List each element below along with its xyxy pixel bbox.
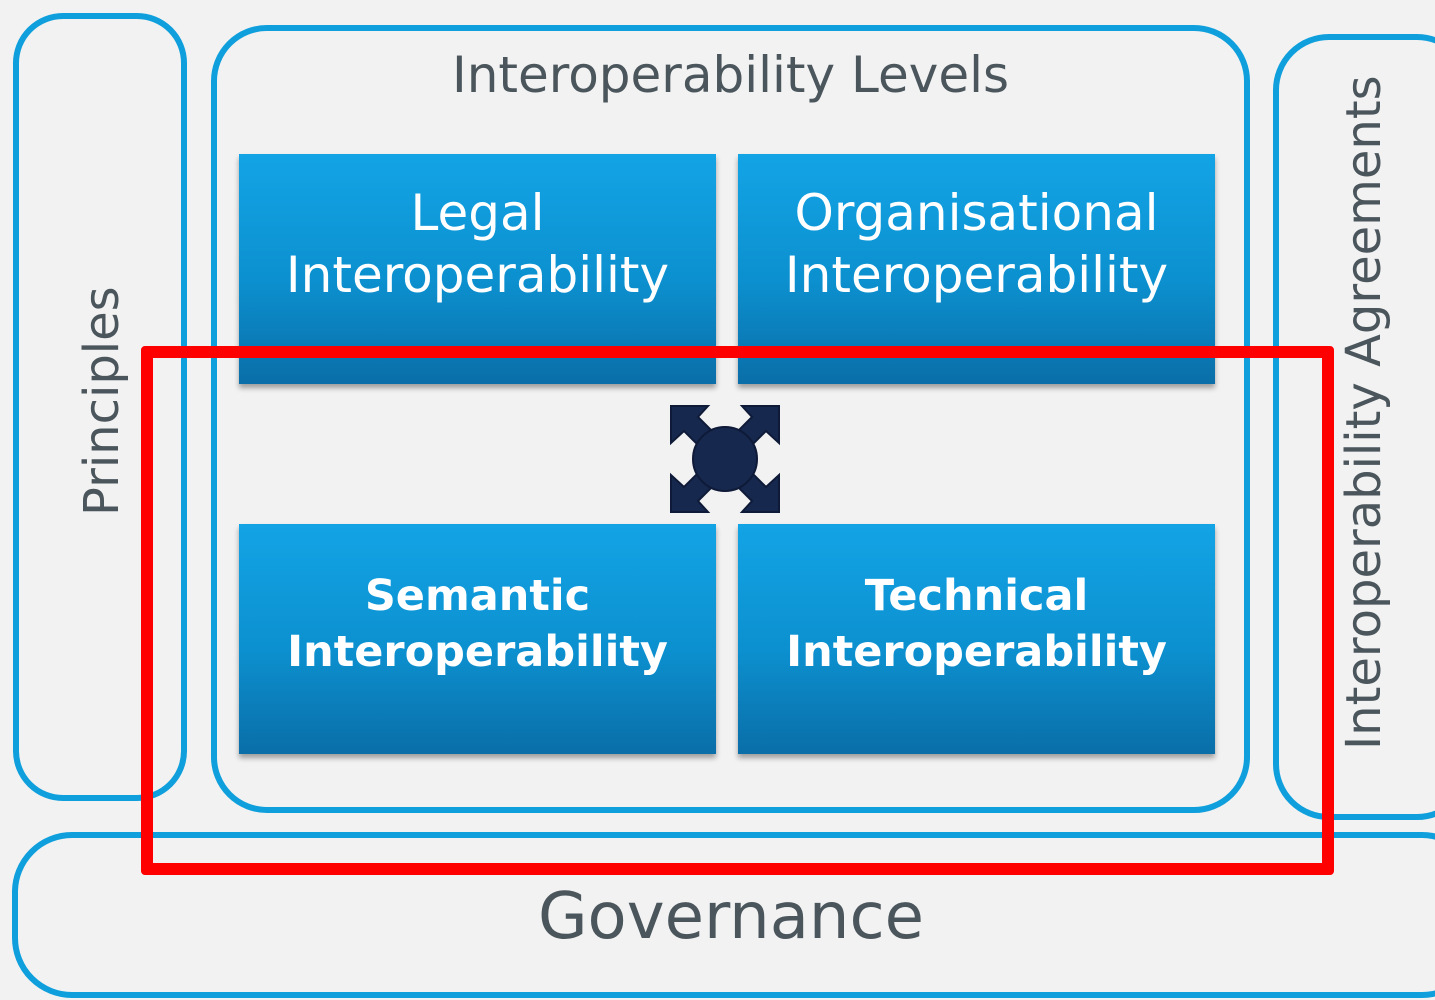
- box-line-2: Interoperability: [784, 246, 1169, 304]
- governance-label: Governance: [537, 880, 925, 954]
- semantic-interoperability-box: Semantic Interoperability: [239, 524, 716, 754]
- principles-frame: [13, 13, 187, 801]
- agreements-label: Interoperability Agreements: [1336, 75, 1392, 750]
- governance-frame: [12, 832, 1435, 998]
- levels-title: Interoperability Levels: [451, 46, 1010, 104]
- box-line-1: Technical: [864, 571, 1089, 621]
- principles-label: Principles: [74, 286, 130, 516]
- legal-interoperability-box: Legal Interoperability: [239, 154, 716, 384]
- box-line-1: Legal: [410, 184, 545, 242]
- box-line-2: Interoperability: [287, 627, 668, 677]
- technical-interoperability-box: Technical Interoperability: [738, 524, 1215, 754]
- agreements-frame: [1273, 34, 1435, 820]
- box-line-2: Interoperability: [285, 246, 670, 304]
- organisational-interoperability-box: Organisational Interoperability: [738, 154, 1215, 384]
- box-line-1: Semantic: [364, 571, 591, 621]
- box-line-1: Organisational: [794, 184, 1159, 242]
- expand-arrows-icon: [670, 405, 780, 513]
- box-line-2: Interoperability: [786, 627, 1167, 677]
